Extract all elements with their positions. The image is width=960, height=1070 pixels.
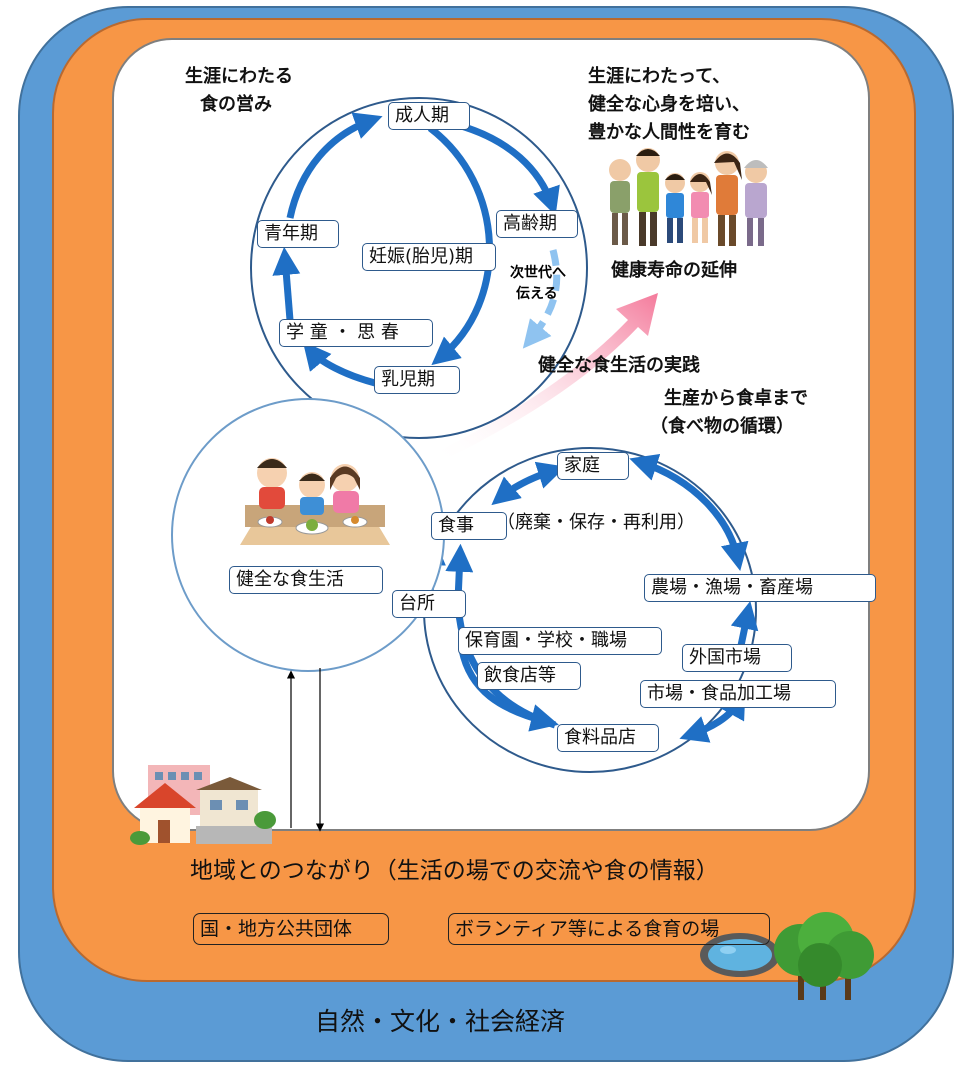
volunteer-label: ボランティア等による食育の場 — [448, 913, 770, 945]
family-dining-illustration — [240, 458, 390, 545]
food-cycle-title-line1: 生産から食卓まで — [664, 388, 808, 409]
lifecycle-title-line1: 生涯にわたる — [185, 66, 293, 87]
node-farm: 農場・漁場・畜産場 — [644, 574, 876, 602]
arrow-adult-to-elderly — [457, 121, 560, 216]
stage-youth: 青年期 — [257, 220, 339, 248]
stage-infant: 乳児期 — [374, 366, 460, 394]
next-generation-line1: 次世代へ — [510, 265, 566, 281]
family-illustration — [609, 148, 768, 246]
stage-elderly: 高齢期 — [496, 210, 578, 238]
goal-line1: 生涯にわたって、 — [588, 66, 731, 87]
community-label: 地域とのつながり（生活の場での交流や食の情報） — [190, 858, 719, 884]
node-grocery: 食料品店 — [557, 724, 659, 752]
healthy-diet-practice: 健全な食生活の実践 — [538, 355, 700, 376]
healthy-diet-label: 健全な食生活 — [229, 566, 383, 594]
stage-pregnancy: 妊娠(胎児)期 — [362, 243, 496, 271]
arrow-next-generation — [522, 249, 561, 349]
healthy-life-expectancy: 健康寿命の延伸 — [611, 260, 737, 281]
node-restaurant: 飲食店等 — [477, 662, 581, 690]
stage-adult: 成人期 — [388, 102, 470, 130]
arrow-infant-to-school — [302, 341, 376, 387]
disposal-label: （廃棄・保存・再利用） — [497, 512, 695, 533]
arrow-kitchen-to-grocery — [458, 649, 559, 732]
node-kitchen: 台所 — [392, 590, 466, 618]
arrow-adult-to-infant — [427, 125, 493, 366]
arrow-school-to-youth — [272, 246, 301, 321]
node-meal: 食事 — [431, 512, 507, 540]
node-foreign-market: 外国市場 — [682, 644, 792, 672]
lifecycle-title-line2: 食の営み — [200, 94, 272, 115]
government-label: 国・地方公共団体 — [193, 913, 389, 945]
goal-line3: 豊かな人間性を育む — [588, 122, 750, 143]
arrow-home-meal — [491, 461, 566, 506]
goal-line2: 健全な心身を培い、 — [588, 94, 750, 115]
node-market: 市場・食品加工場 — [640, 680, 836, 708]
node-home: 家庭 — [557, 452, 629, 480]
houses-illustration — [130, 765, 276, 845]
food-cycle-title-line2: （食べ物の循環） — [650, 416, 794, 437]
node-nursery: 保育園・学校・職場 — [458, 627, 662, 655]
nature-culture-economy-label: 自然・文化・社会経済 — [315, 1007, 566, 1036]
practice-arrow — [435, 293, 658, 462]
next-generation-line2: 伝える — [516, 286, 558, 302]
arrow-home-farm — [629, 453, 749, 571]
arrow-youth-to-adult — [286, 112, 383, 219]
stage-school: 学 童 ・ 思 春 — [279, 319, 433, 347]
